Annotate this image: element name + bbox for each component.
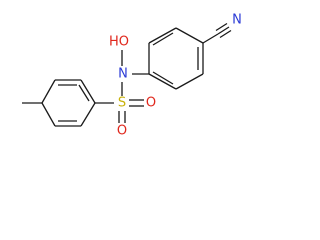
bond [41,102,56,127]
nitrile-nitrogen-label: N [232,13,242,28]
nitrile-carbon-bond [202,33,219,44]
chemical-structure-diagram: N HO N S O O [22,13,242,139]
bond [148,73,177,90]
hydroxyl-label: HO [109,35,129,50]
sulfonyl-oxygen-right-label: O [146,96,156,111]
aromatic-inner-bond [78,84,90,102]
amine-nitrogen-label: N [118,67,128,82]
sulfonyl-group [95,99,144,123]
sulfonyl-oxygen-bottom-label: O [117,124,127,139]
bond [175,27,204,44]
cyanophenyl-group [148,22,232,90]
nitrile-triple-bond [219,29,232,39]
bond [175,73,204,90]
n-hydroxy-linkage [121,50,149,96]
bond [148,27,177,44]
nitrile-triple-bond [215,22,228,32]
aromatic-inner-bond [152,32,174,46]
bond [80,79,96,104]
aromatic-inner-bond [152,71,174,85]
tolyl-group [22,79,96,127]
nitrile-triple-bond [217,26,230,35]
bond [80,102,96,127]
sulfur-label: S [118,96,126,111]
bond [41,79,56,104]
